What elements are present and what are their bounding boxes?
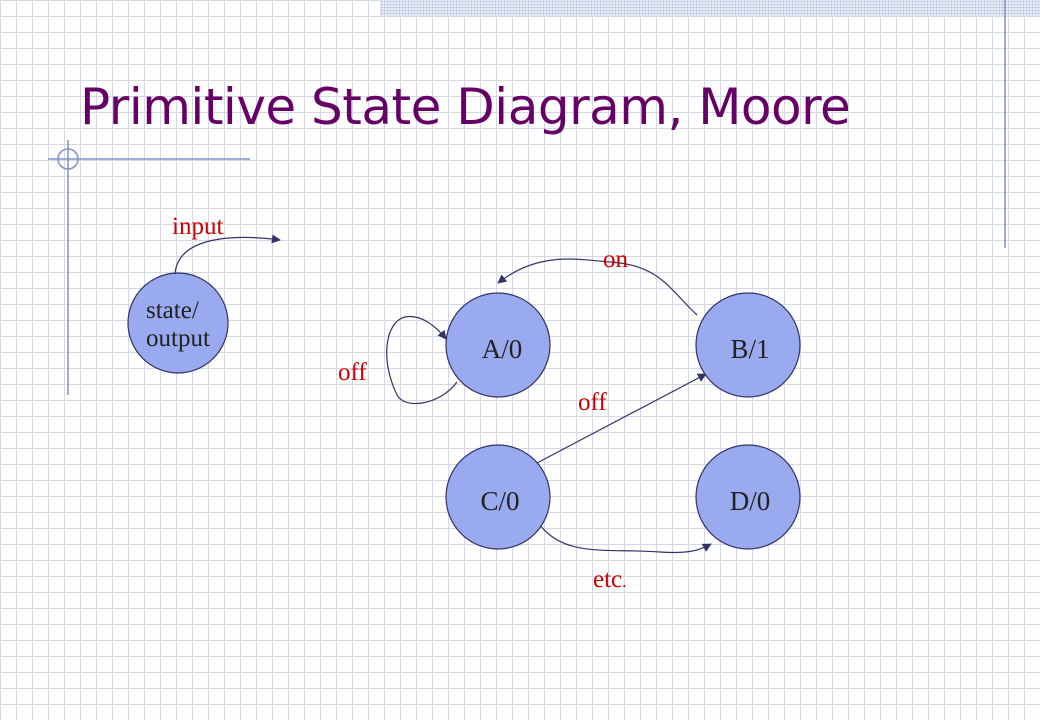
legend-state-label-line2: output: [146, 325, 210, 352]
legend-state-label-line1: state/: [146, 297, 199, 324]
legend: input state/ output: [127, 213, 281, 374]
slide-title: Primitive State Diagram, Moore: [80, 78, 851, 136]
legend-state-circle: [127, 272, 229, 374]
arrow-b-to-a: [497, 258, 698, 316]
header-band: [380, 0, 1040, 16]
label-a-self: off: [338, 359, 367, 386]
label-b-to-a: on: [603, 246, 629, 273]
state-b-label: B/1: [730, 334, 769, 364]
state-d-label: D/0: [730, 486, 771, 516]
transition-labels: on off off etc.: [338, 246, 629, 593]
label-c-to-d: etc.: [593, 566, 626, 593]
state-c: C/0: [445, 444, 551, 550]
state-a-label: A/0: [482, 334, 523, 364]
arrow-c-to-d: [539, 524, 712, 554]
arrow-c-to-b: [536, 373, 707, 464]
legend-input-label: input: [172, 213, 223, 240]
state-a: A/0: [445, 292, 551, 398]
decor-lines: [48, 0, 1006, 395]
legend-input-arrow: [174, 234, 281, 275]
label-c-to-b: off: [578, 389, 607, 416]
crosshair-circle: [57, 148, 79, 170]
transitions: [386, 258, 712, 554]
arrow-a-self-loop: [386, 315, 458, 405]
states: A/0 B/1 C/0 D/0: [445, 292, 801, 550]
state-d: D/0: [695, 444, 801, 550]
state-c-label: C/0: [480, 486, 519, 516]
state-b: B/1: [695, 292, 801, 398]
